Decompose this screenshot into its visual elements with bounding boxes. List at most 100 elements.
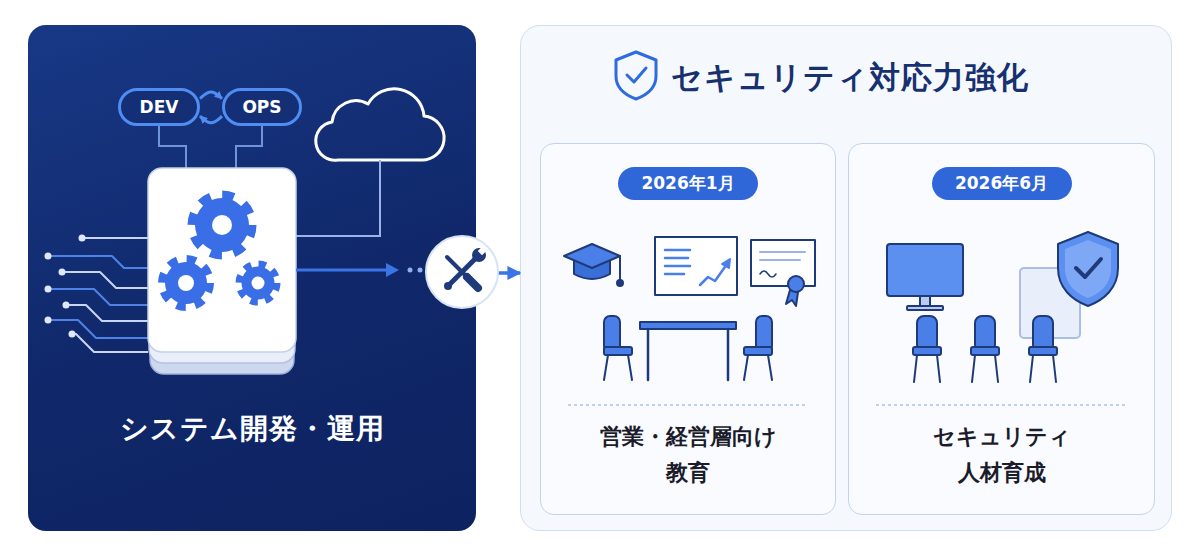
cloud-icon [296, 160, 380, 236]
education-illustration [744, 355, 748, 380]
education-illustration [760, 251, 805, 253]
security-training-illustration [887, 244, 963, 296]
security-training-illustration [971, 347, 999, 355]
flow-connector [200, 116, 222, 123]
education-illustration [665, 273, 684, 276]
circuit-lines [62, 272, 148, 288]
tools-icon [444, 282, 452, 290]
tools-icon [426, 236, 498, 308]
circuit-lines [66, 305, 148, 321]
circuit-dots [79, 235, 86, 242]
security-training-illustration [913, 347, 941, 355]
system-panel: システム開発・運用 DEV OPS [28, 25, 476, 531]
gear-icons [195, 198, 249, 252]
education-illustration [665, 257, 688, 260]
security-training-illustration [917, 316, 937, 352]
education-illustration [564, 244, 620, 268]
circuit-dots [59, 269, 66, 276]
education-illustration [564, 237, 815, 380]
security-training-illustration [1076, 259, 1101, 277]
education-illustration [760, 259, 800, 261]
server-stack [148, 168, 296, 374]
connector-group [200, 92, 520, 273]
education-illustration [700, 264, 727, 285]
pill-label: DEV [121, 91, 197, 123]
security-training-illustration [1029, 347, 1057, 355]
education-illustration [619, 256, 621, 280]
tools-icon [426, 236, 498, 308]
tools-icon [449, 258, 476, 285]
security-training-illustration [907, 306, 943, 310]
circuit-lines [72, 334, 148, 352]
circuit-dots [63, 302, 70, 309]
security-training-illustration [914, 355, 917, 382]
date-badge: 2026年6月 [932, 167, 1072, 200]
dashed-dividers [568, 404, 808, 406]
education-illustration [756, 316, 772, 352]
tools-icon [447, 257, 467, 277]
security-training-illustration [1065, 240, 1111, 298]
education-illustration [604, 316, 620, 352]
education-illustration [751, 240, 815, 286]
education-illustration [722, 259, 730, 268]
flow-arrow [408, 268, 413, 273]
security-panel: セキュリティ対応力強化2026年1月営業・経営層向け 教育2026年6月セキュリ… [520, 25, 1172, 531]
devops-pill: OPS [222, 88, 302, 126]
cloud-icon [296, 89, 444, 236]
server-stack [150, 186, 294, 374]
panel-title: セキュリティ対応力強化 [671, 56, 1029, 98]
gear-icons [162, 195, 277, 307]
education-illustration [604, 355, 608, 380]
shield-title-icon [616, 52, 656, 99]
security-training-illustration [1030, 355, 1033, 382]
education-illustration [647, 329, 650, 380]
flow-connector [200, 92, 222, 99]
tools-icon [478, 247, 486, 255]
pill-label: OPS [225, 91, 299, 123]
flow-arrow [418, 268, 423, 273]
security-training-illustration [887, 232, 1118, 382]
education-illustration [655, 237, 737, 295]
flow-arrow [386, 263, 399, 277]
server-stack [149, 177, 295, 363]
education-illustration [727, 329, 730, 380]
milestone-card: 2026年1月営業・経営層向け 教育 [540, 143, 836, 515]
devops-wires [236, 126, 262, 168]
flow-connector [476, 271, 520, 275]
gear-icons [162, 259, 210, 307]
devops-pill: DEV [118, 88, 200, 126]
gear-icons [252, 277, 265, 290]
dashed-dividers [876, 404, 1128, 406]
education-illustration [604, 347, 632, 355]
education-illustration [760, 271, 776, 277]
security-training-illustration [995, 355, 998, 382]
panel-label: システム開発・運用 [28, 409, 476, 449]
circuit-dots [69, 331, 76, 338]
shield-title-icon [627, 68, 646, 82]
circuit-lines [48, 238, 148, 352]
circuit-dots [45, 253, 52, 260]
security-training-illustration [1020, 268, 1080, 338]
server-stack [148, 168, 296, 352]
gear-icons [239, 264, 277, 302]
gear-icons [165, 262, 207, 304]
circuit-lines [48, 256, 148, 268]
security-training-illustration [1033, 316, 1053, 352]
circuit-dots [45, 286, 52, 293]
gear-icons [242, 267, 275, 300]
security-training-illustration [937, 355, 940, 382]
shield-title-icon [616, 52, 656, 99]
circuit-lines [48, 289, 148, 305]
gear-icons [178, 275, 194, 291]
security-training-illustration [1053, 355, 1056, 382]
circuit-dots [45, 235, 86, 338]
tools-icon [467, 277, 478, 288]
security-training-illustration [1058, 232, 1118, 306]
dashed-dividers [568, 404, 1128, 406]
education-illustration [628, 355, 632, 380]
security-training-illustration [920, 296, 930, 306]
education-illustration [617, 280, 623, 286]
flow-arrow [296, 263, 423, 277]
